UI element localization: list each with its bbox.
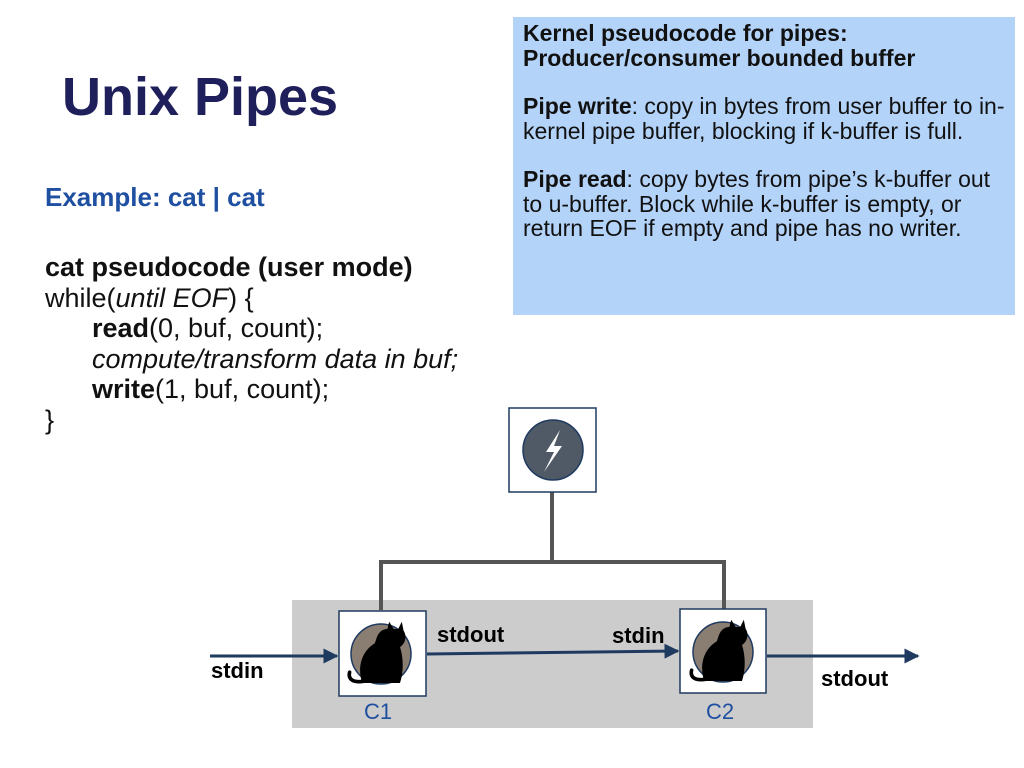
example-heading: Example: cat | cat [45, 182, 265, 212]
code-write-keyword: write [92, 374, 156, 404]
code-read-args: (0, buf, count); [149, 313, 324, 343]
process-c1 [338, 610, 427, 697]
pipe-read-paragraph: Pipe read: copy bytes from pipe’s k-buff… [523, 167, 1005, 241]
pipe-write-paragraph: Pipe write: copy in bytes from user buff… [523, 94, 1005, 143]
code-while-cond: until EOF [115, 282, 229, 313]
cat-pseudocode: cat pseudocode (user mode) while(until E… [45, 252, 458, 435]
slide-title: Unix Pipes [62, 67, 339, 127]
pipe-read-label: Pipe read [523, 166, 627, 192]
c1-label: C1 [364, 699, 392, 724]
pipe-arrow [426, 643, 680, 659]
code-read-keyword: read [92, 313, 150, 343]
code-while-open: while( [45, 282, 116, 313]
info-heading-line2: Producer/consumer bounded buffer [523, 44, 916, 71]
code-compute-line: compute/transform data in buf; [92, 343, 459, 374]
code-while-close: ) { [228, 282, 254, 313]
c2-label: C2 [706, 699, 734, 724]
pipe-write-label: Pipe write [523, 93, 632, 119]
code-while-line: while(until EOF) { [45, 283, 458, 314]
kernel-pseudocode-box: Kernel pseudocode for pipes: Producer/co… [513, 17, 1015, 315]
kernel-box [508, 407, 597, 493]
code-heading: cat pseudocode (user mode) [45, 252, 413, 282]
stdout-label-right: stdout [821, 666, 889, 691]
pipe-write-text: : copy in bytes from user buffer to in-k… [523, 93, 1005, 144]
code-read-line: read(0, buf, count); [45, 313, 458, 344]
c1-stdout-label: stdout [437, 622, 505, 647]
pipe-read-text: : copy bytes from pipe’s k-buffer out to… [523, 166, 991, 241]
code-write-line: write(1, buf, count); [45, 374, 458, 405]
stdin-label-left: stdin [211, 658, 264, 683]
c2-stdin-label: stdin [612, 623, 665, 648]
lightning-bolt-icon [544, 430, 562, 472]
info-heading-line1: Kernel pseudocode for pipes: [523, 20, 848, 46]
code-close-brace: } [45, 404, 55, 435]
kernel-connector [379, 492, 726, 610]
process-c2 [679, 608, 767, 694]
code-write-args: (1, buf, count); [155, 374, 330, 404]
